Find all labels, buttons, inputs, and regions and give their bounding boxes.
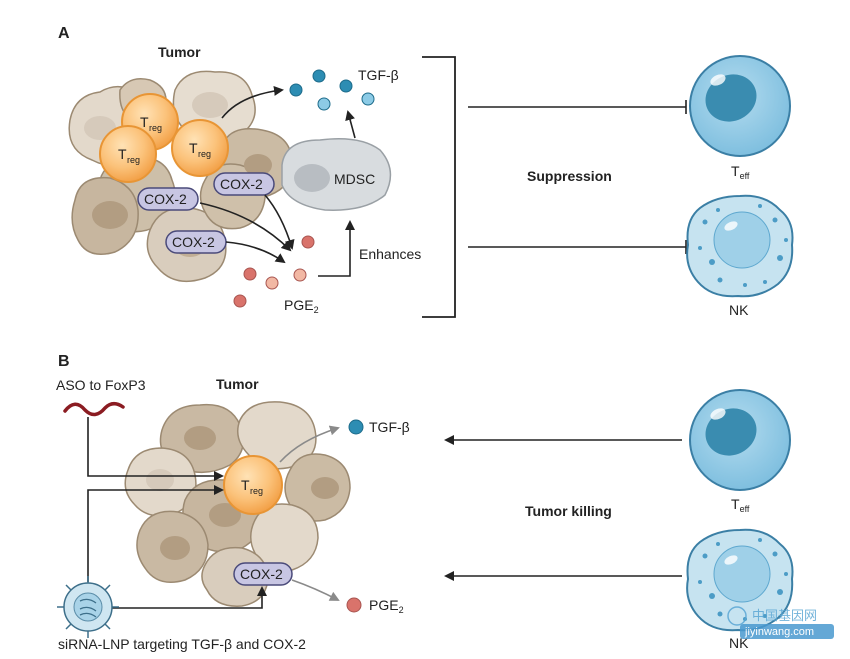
treg-sub: reg [198,149,211,159]
treg-sub: reg [250,486,263,496]
cox2-label: COX-2 [144,191,187,207]
panel-a-enhances: Enhances [359,246,421,262]
panel-a-treg-3: T reg [171,119,229,177]
arrow-to-pge [291,579,340,601]
sirna-lnp-particle [57,576,119,638]
panel-a-mdsc: MDSC [281,138,392,211]
panel-b-teff-label: Teff [731,496,750,514]
aso-squiggle [63,402,125,417]
lnp-to-cox2 [112,586,267,609]
panel-b-routing-arrows [87,417,267,609]
panel-b-sirna-label: siRNA-LNP targeting TGF-β and COX-2 [58,636,306,652]
panel-b-letter: B [58,353,70,370]
panel-b-tumor-killing: Tumor killing [525,503,612,519]
panel-b-teff-cell [689,389,791,491]
panel-a: A Tumor T reg T reg [58,25,794,318]
arrow-to-tgf [279,425,340,463]
panel-a-inhibition [468,100,687,254]
panel-b: B ASO to FoxP3 Tumor T reg [56,353,794,652]
panel-b-treg: T reg [223,455,283,515]
arrow-cox2-3 [225,241,286,264]
mdsc-label: MDSC [334,171,375,187]
panel-b-nk-cell [686,528,794,632]
panel-a-bracket [422,56,456,318]
panel-a-cox2-1: COX-2 [137,187,199,211]
arrow-mdsc-tgf [345,110,356,139]
panel-a-cox2-3: COX-2 [165,230,227,254]
treg-label: T [189,140,198,156]
panel-a-tgf-dots [289,69,375,111]
arrow-cox2-2 [264,194,295,250]
watermark-line2: jiyinwang.com [744,626,814,638]
panel-a-teff-label: Teff [731,163,750,181]
panel-a-letter: A [58,25,70,42]
panel-a-arrows [199,85,356,277]
treg-label: T [118,146,127,162]
treg-sub: reg [149,123,162,133]
panel-a-pge-dots [233,235,315,308]
watermark-line1: 中国基因网 [752,608,817,623]
arrow-enhances [318,220,355,277]
aso-to-treg [87,417,224,481]
panel-a-cox2-2: COX-2 [213,172,275,196]
cox2-label: COX-2 [172,234,215,250]
cox2-label: COX-2 [240,566,283,582]
panel-b-pge-label: PGE2 [369,597,404,615]
watermark: 中国基因网 jiyinwang.com [727,606,834,639]
panel-b-tumor-label: Tumor [216,376,259,392]
lnp-to-treg [87,485,224,582]
panel-b-cox2: COX-2 [233,562,293,586]
panel-b-tumor-cluster [124,401,351,607]
panel-b-tgf-label: TGF-β [369,419,410,435]
panel-a-nk-cell [686,194,794,298]
panel-b-killing-arrows [444,435,682,581]
treg-sub: reg [127,155,140,165]
panel-a-teff-cell [689,55,791,157]
arrow-cox2-1 [199,202,292,252]
panel-a-pge-label: PGE2 [284,297,319,315]
panel-a-treg-2: T reg [99,125,157,183]
cox2-label: COX-2 [220,176,263,192]
panel-b-tgf-dot [348,419,364,435]
panel-a-nk-label: NK [729,302,749,318]
panel-a-tgf-label: TGF-β [358,67,399,83]
panel-a-suppression: Suppression [527,168,612,184]
panel-b-pge-dot [346,597,362,613]
arrow-to-tgf [221,85,284,119]
panel-b-grey-arrows [279,425,340,601]
treg-label: T [241,477,250,493]
treg-label: T [140,114,149,130]
panel-a-tumor-label: Tumor [158,44,201,60]
panel-b-aso-label: ASO to FoxP3 [56,377,146,393]
